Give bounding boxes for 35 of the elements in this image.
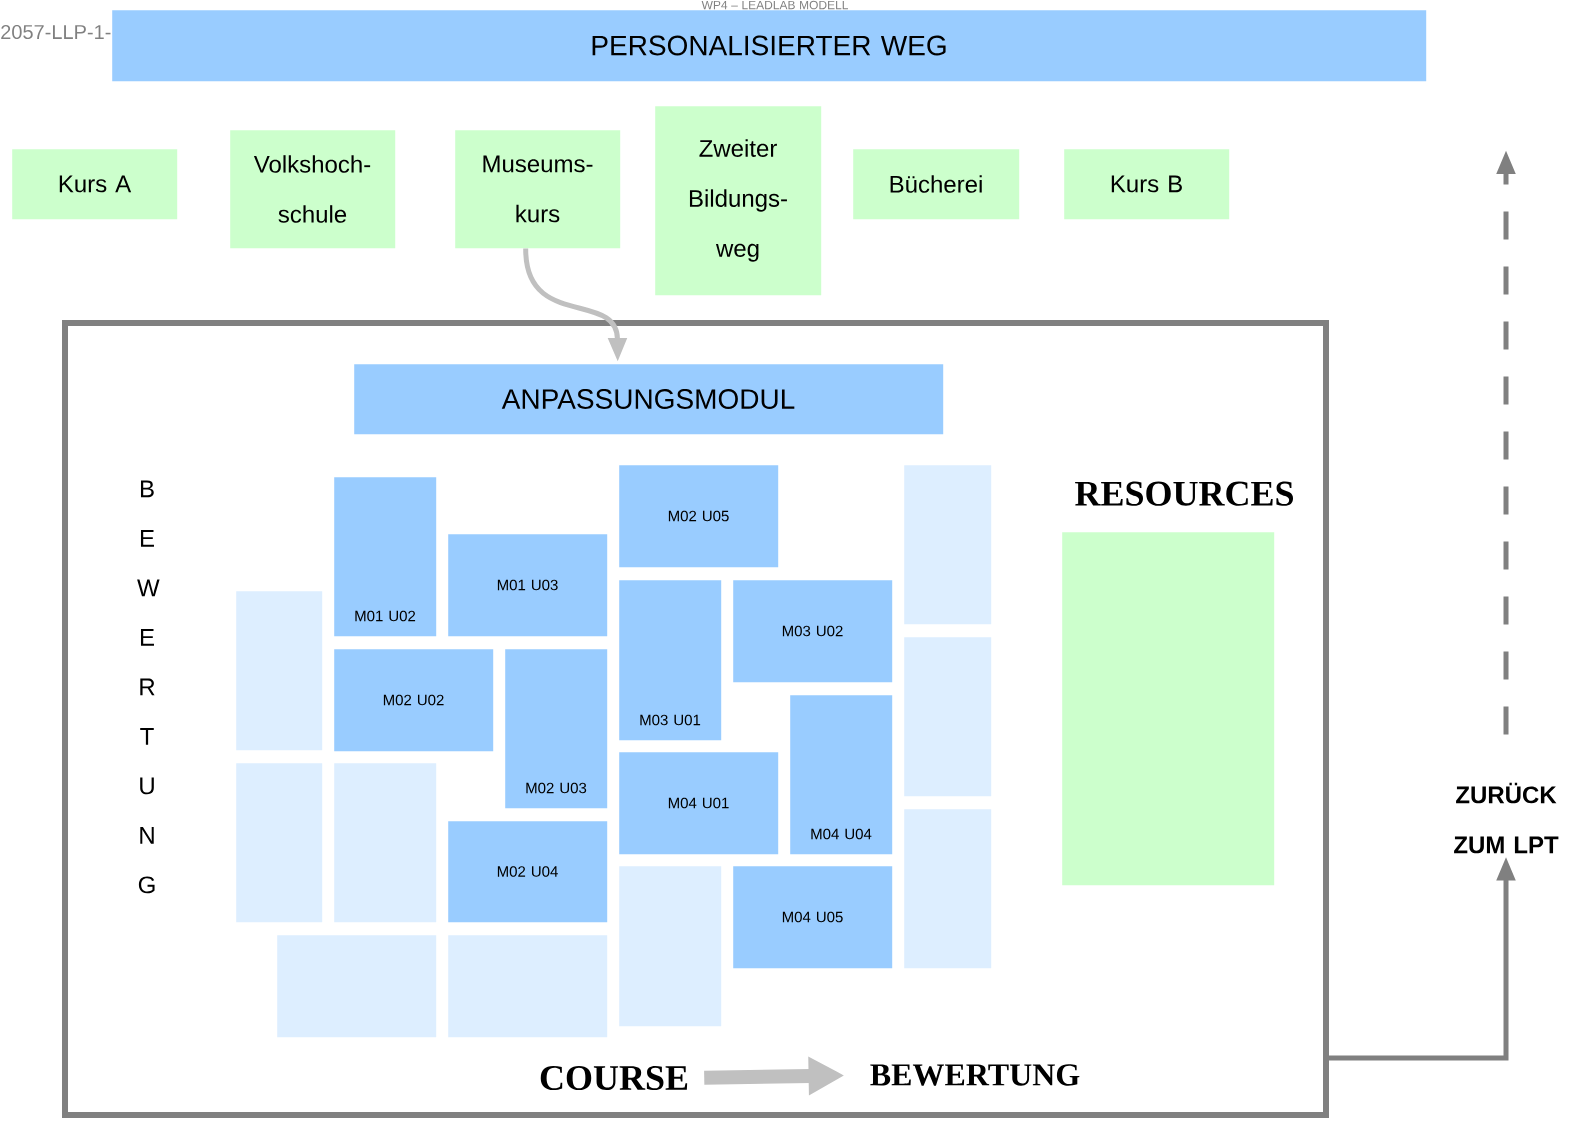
- resources-box: RESOURCES: [1062, 481, 1293, 886]
- empty-box: [619, 866, 722, 1027]
- unit-box: M04 U04: [790, 695, 893, 855]
- unit-box: M02 U04: [448, 821, 608, 923]
- empty-box: [334, 763, 437, 923]
- course-label: COURSE: [540, 1065, 688, 1091]
- unit-box: M01 U03: [448, 534, 608, 637]
- vertical-label: B E W E R T U N G: [137, 480, 160, 894]
- frame-box: [62, 320, 1329, 1118]
- course-box: Museums- kurs: [455, 130, 621, 249]
- course-box: Kurs A: [12, 149, 178, 220]
- unit-box: M04 U01: [619, 752, 779, 855]
- unit-box: M02 U02: [334, 649, 494, 752]
- empty-box: [277, 935, 437, 1038]
- course-box: Bücherei: [853, 149, 1020, 220]
- unit-box: M03 U01: [619, 580, 722, 741]
- unit-box: M02 U05: [619, 465, 779, 568]
- course-box: Kurs B: [1064, 149, 1230, 220]
- unit-box: M03 U02: [733, 580, 893, 683]
- assessment-label: BEWERTUNG: [870, 1064, 1080, 1086]
- empty-box: [448, 935, 608, 1038]
- unit-box: M01 U02: [334, 477, 437, 637]
- module-banner: ANPASSUNGSMODUL: [354, 364, 944, 435]
- empty-box: [904, 465, 992, 625]
- unit-box: M02 U03: [505, 649, 608, 809]
- course-box: Volkshoch- schule: [230, 130, 396, 249]
- unit-box: M04 U05: [733, 866, 893, 969]
- empty-box: [904, 809, 992, 969]
- empty-box: [236, 591, 323, 751]
- empty-box: [904, 637, 992, 797]
- empty-box: [236, 763, 323, 923]
- return-label: ZURÜCK ZUM LPT: [1454, 782, 1559, 854]
- node-label: RESOURCES: [1075, 481, 1294, 506]
- course-box: Zweiter Bildungs- weg: [655, 106, 822, 296]
- banner: PERSONALISIERTER WEG: [112, 10, 1427, 82]
